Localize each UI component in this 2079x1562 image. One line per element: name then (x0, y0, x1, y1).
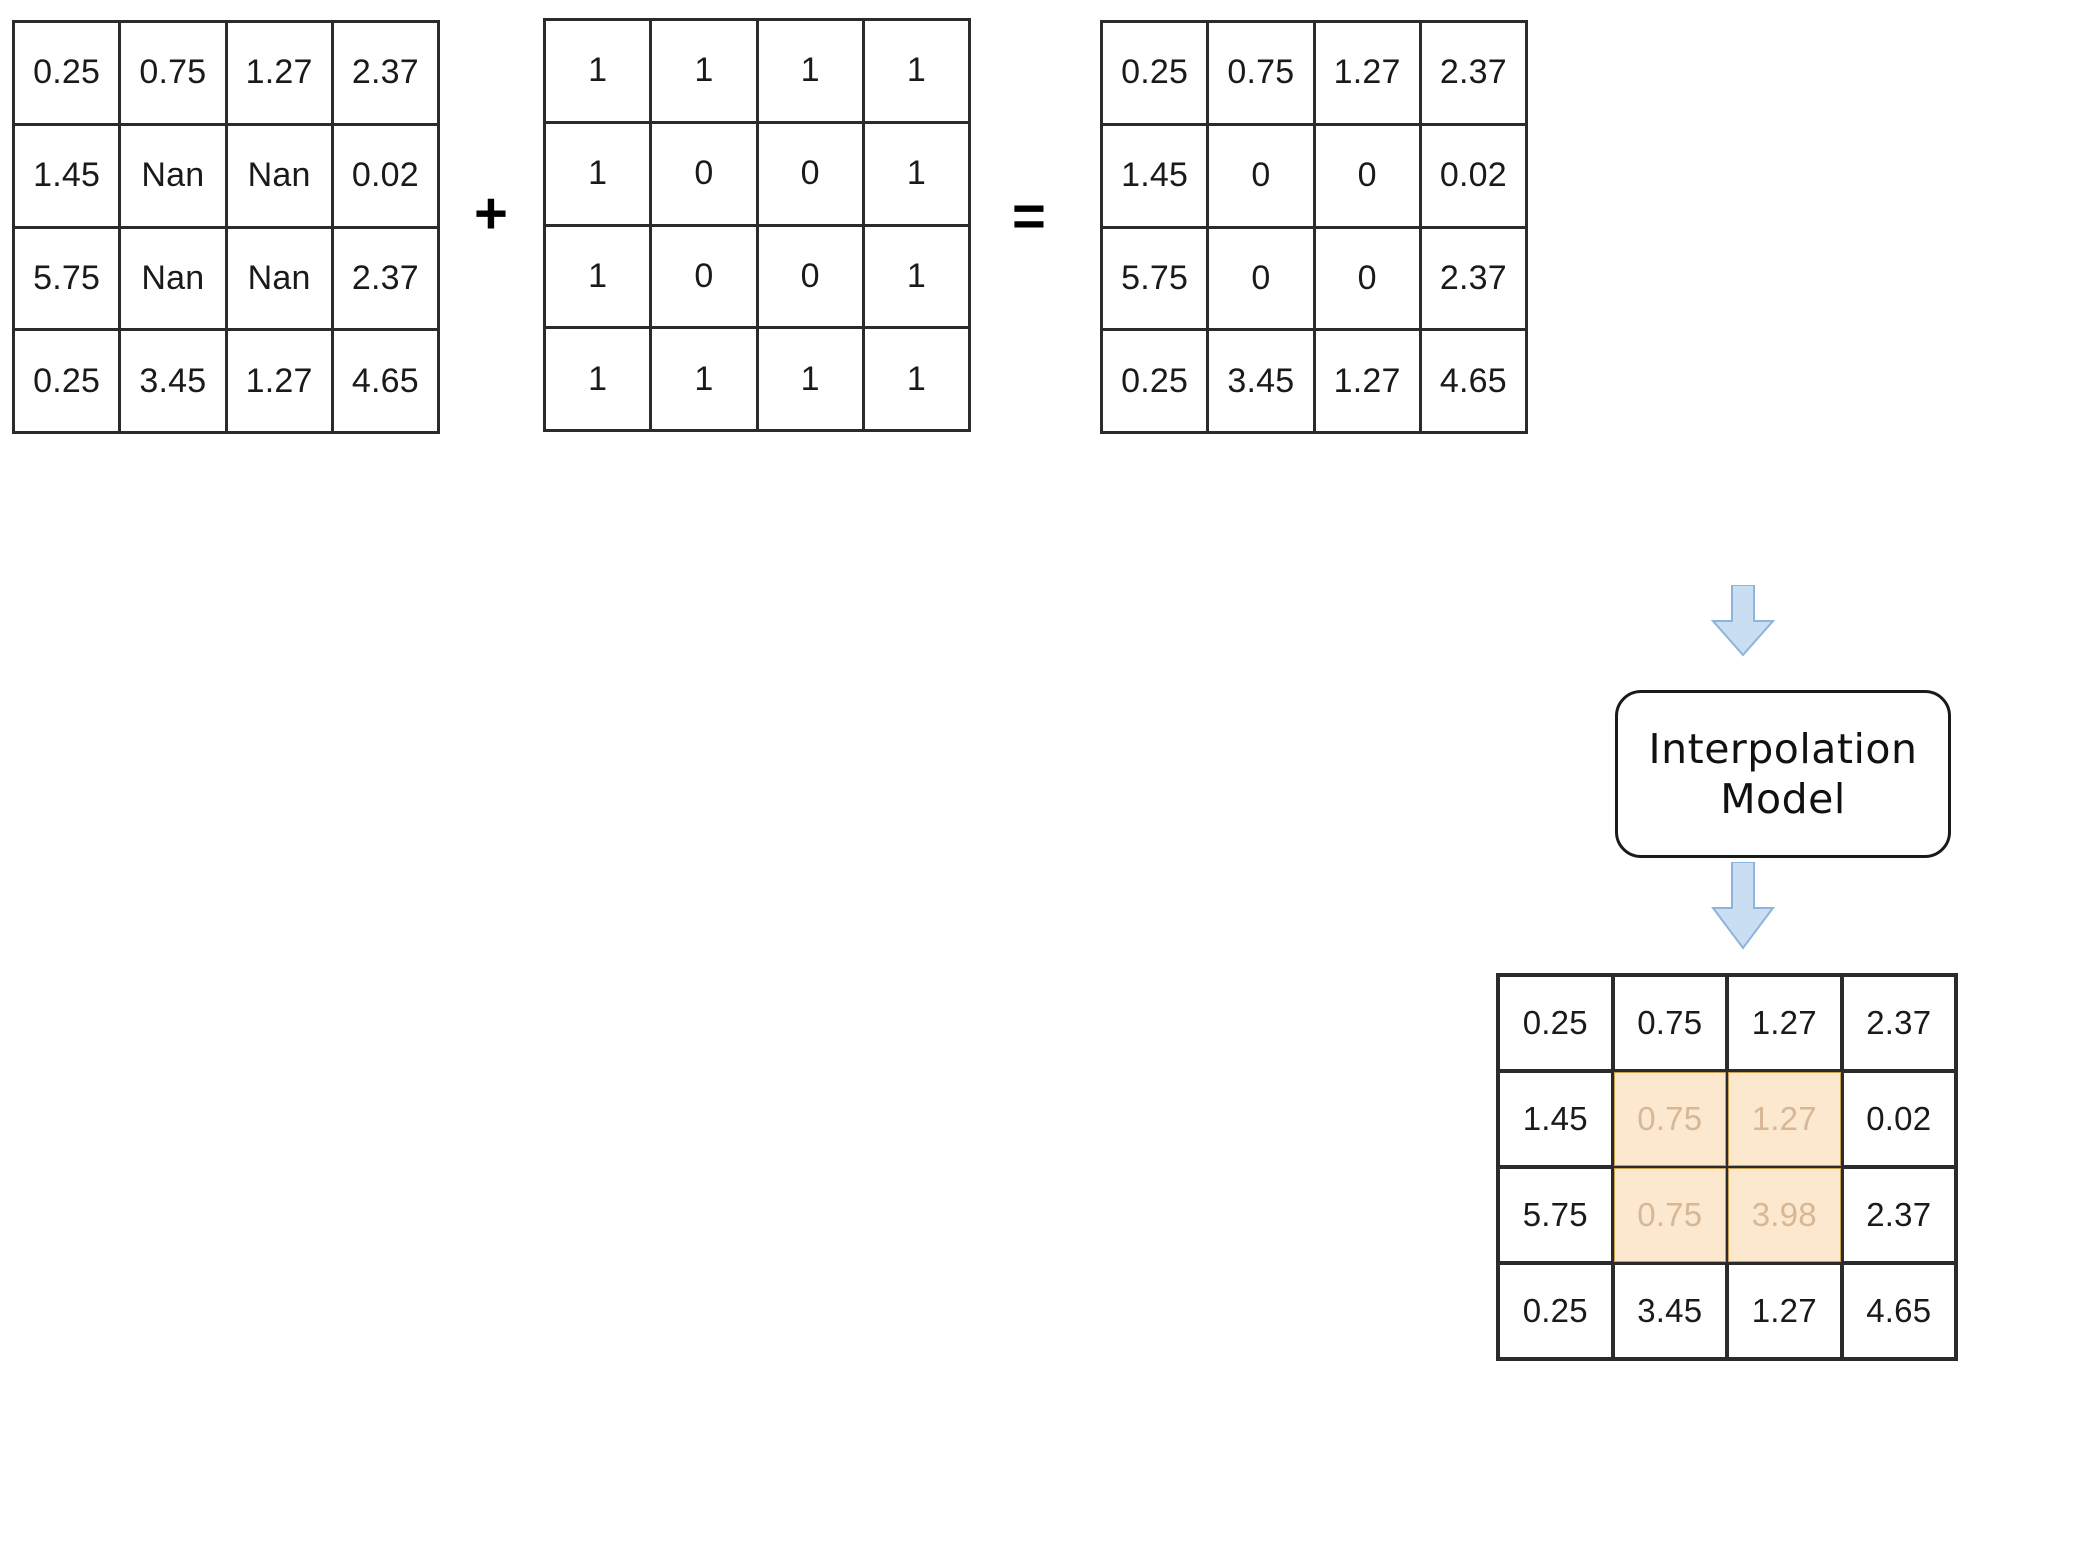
matrix-cell: 5.75 (1103, 228, 1207, 329)
matrix-cell: 0.25 (15, 331, 119, 431)
matrix-cell: 1 (864, 226, 968, 327)
matrix-cell: 0.75 (121, 23, 225, 123)
interpolation-model-box[interactable]: Interpolation Model (1615, 690, 1951, 858)
matrix-cell: 2.37 (333, 228, 437, 329)
matrix-cell: 1 (864, 21, 968, 121)
down-arrow-svg (1711, 861, 1775, 950)
matrix-cell: 2.37 (1421, 23, 1525, 123)
matrix-cell: 3.45 (1614, 1265, 1725, 1357)
matrix-cell: 1 (546, 21, 650, 121)
matrix-cell: 2.37 (1843, 977, 1954, 1069)
matrix-cell: 0 (1315, 228, 1419, 329)
equals-operator: = (1012, 184, 1046, 249)
matrix-cell: 0.02 (333, 125, 437, 226)
matrix-cell: 0 (758, 123, 862, 224)
matrix-cell: 1.27 (1315, 331, 1419, 431)
matrix-cell: 0 (758, 226, 862, 327)
matrix-cell: 1 (652, 21, 756, 121)
matrix-cell: 1 (546, 226, 650, 327)
matrix-cell: 0 (1315, 125, 1419, 226)
matrix-cell: 1 (546, 329, 650, 429)
matrix-cell: 0.75 (1614, 977, 1725, 1069)
matrix-cell: 0.02 (1843, 1073, 1954, 1165)
matrix-cell: Nan (227, 125, 331, 226)
matrix-cell: 0.75 (1614, 1073, 1725, 1165)
matrix-cell: 0 (652, 123, 756, 224)
matrix-cell: 0.25 (15, 23, 119, 123)
matrix-cell: 1 (758, 21, 862, 121)
matrix-cell: 1 (864, 329, 968, 429)
matrix-cell: 2.37 (1843, 1169, 1954, 1261)
interpolation-model-label: Interpolation Model (1648, 724, 1918, 823)
matrix-cell: 3.45 (121, 331, 225, 431)
matrix-cell: 1.45 (15, 125, 119, 226)
matrix-cell: 3.45 (1209, 331, 1313, 431)
matrix-cell: 1.45 (1500, 1073, 1611, 1165)
matrix-cell: 0.02 (1421, 125, 1525, 226)
matrix-cell: 1.27 (1729, 1073, 1840, 1165)
matrix-cell: 1 (758, 329, 862, 429)
matrix-cell: 5.75 (1500, 1169, 1611, 1261)
matrix-cell: 1.27 (227, 23, 331, 123)
plus-operator: + (474, 181, 508, 246)
down-arrow-svg (1710, 584, 1776, 657)
matrix-cell: Nan (121, 125, 225, 226)
matrix-cell: 5.75 (15, 228, 119, 329)
matrix-cell: 2.37 (333, 23, 437, 123)
down-arrow-to-output-icon (1705, 861, 1781, 950)
matrix-cell: 1.45 (1103, 125, 1207, 226)
matrix-cell: 4.65 (1421, 331, 1525, 431)
matrix-cell: 1 (864, 123, 968, 224)
matrix-cell: 0.25 (1103, 23, 1207, 123)
matrix-cell: 0.75 (1614, 1169, 1725, 1261)
down-arrow-to-model-icon (1705, 584, 1781, 657)
matrix-cell: 0.25 (1500, 977, 1611, 1069)
matrix-cell: 0 (652, 226, 756, 327)
matrix-cell: 0.25 (1103, 331, 1207, 431)
matrix-cell: 1 (652, 329, 756, 429)
matrix-cell: Nan (121, 228, 225, 329)
matrix-cell: 1.27 (1729, 977, 1840, 1069)
matrix-cell: 0.75 (1209, 23, 1313, 123)
matrix-cell: 0 (1209, 228, 1313, 329)
matrix-cell: 3.98 (1729, 1169, 1840, 1261)
matrix-cell: 2.37 (1421, 228, 1525, 329)
matrix-cell: 0 (1209, 125, 1313, 226)
matrix-cell: 1.27 (1315, 23, 1419, 123)
matrix-cell: 1.27 (227, 331, 331, 431)
matrix-cell: 4.65 (333, 331, 437, 431)
matrix-cell: 0.25 (1500, 1265, 1611, 1357)
matrix-cell: 4.65 (1843, 1265, 1954, 1357)
matrix-cell: 1.27 (1729, 1265, 1840, 1357)
matrix-cell: 1 (546, 123, 650, 224)
matrix-cell: Nan (227, 228, 331, 329)
